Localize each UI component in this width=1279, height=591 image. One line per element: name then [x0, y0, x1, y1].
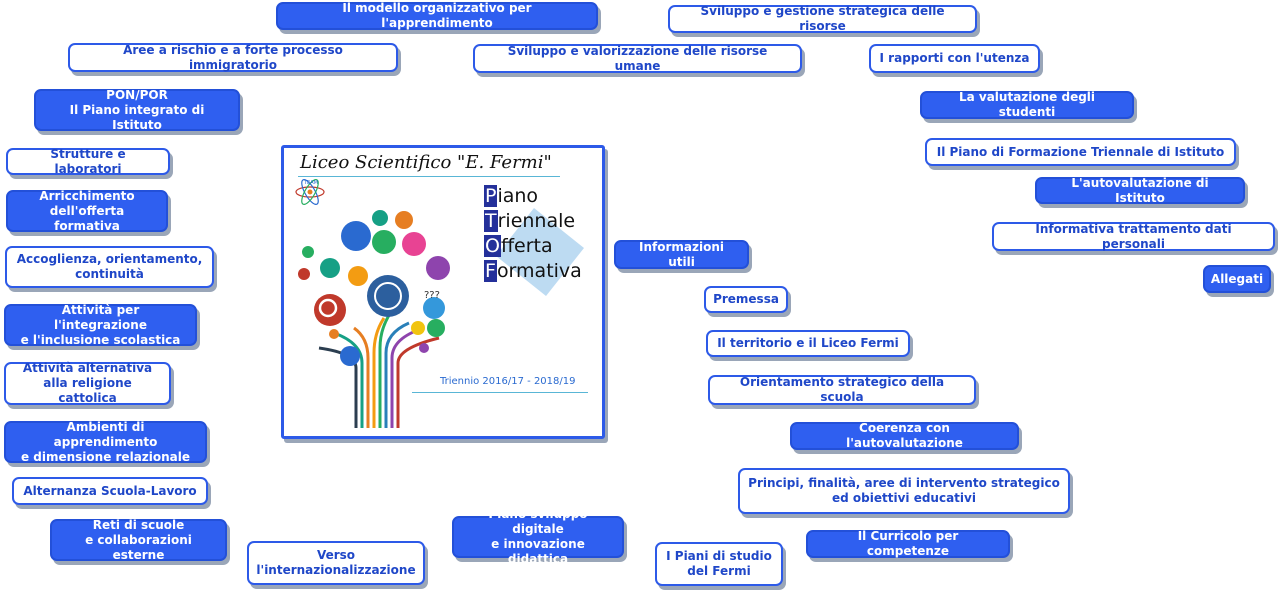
triennio-label: Triennio 2016/17 - 2018/19 — [440, 376, 576, 387]
node-valutazione-studenti[interactable]: La valutazione degli studenti — [920, 90, 1134, 119]
node-autovalutazione-istituto[interactable]: L'autovalutazione di Istituto — [1035, 176, 1245, 205]
node-ambienti-apprendimento[interactable]: Ambienti di apprendimento e dimensione r… — [4, 420, 207, 464]
node-attivita-alternativa[interactable]: Attività alternativa alla religione catt… — [4, 361, 171, 405]
atom-logo-icon: TEAM — [295, 179, 325, 205]
node-informazioni-utili[interactable]: Informazioni utili — [614, 240, 749, 269]
node-informativa-dati[interactable]: Informativa trattamento dati personali — [992, 222, 1275, 251]
node-valorizzazione-risorse-umane[interactable]: Sviluppo e valorizzazione delle risorse … — [473, 44, 802, 73]
node-curricolo-competenze[interactable]: Il Curricolo per competenze — [806, 529, 1010, 558]
ptof-cap-p: P — [484, 185, 498, 207]
central-topic-ptof[interactable]: Liceo Scientifico "E. Fermi" TEAM — [281, 145, 605, 439]
node-premessa[interactable]: Premessa — [704, 286, 788, 313]
node-territorio-liceo[interactable]: Il territorio e il Liceo Fermi — [706, 330, 910, 357]
ptof-cap-t: T — [484, 210, 498, 232]
node-aree-rischio[interactable]: Aree a rischio e a forte processo immigr… — [68, 43, 398, 72]
node-coerenza-autovalutazione[interactable]: Coerenza con l'autovalutazione — [790, 421, 1019, 450]
node-accoglienza-orientamento[interactable]: Accoglienza, orientamento, continuità — [5, 246, 214, 288]
atom-logo-text: TEAM — [303, 180, 318, 186]
ptof-word-4: ormativa — [496, 260, 582, 282]
node-integrazione-inclusione[interactable]: Attività per l'integrazione e l'inclusio… — [4, 303, 197, 347]
node-modello-organizzativo[interactable]: Il modello organizzativo per l'apprendim… — [276, 1, 598, 30]
node-piano-formazione[interactable]: Il Piano di Formazione Triennale di Isti… — [925, 138, 1236, 166]
ptof-cap-o: O — [484, 235, 501, 257]
diamond-decoration — [496, 208, 584, 296]
node-reti-scuole[interactable]: Reti di scuole e collaborazioni esterne — [50, 518, 227, 562]
liceo-title: Liceo Scientifico "E. Fermi" — [300, 152, 552, 173]
title-underline — [298, 176, 560, 177]
ptof-word-3: fferta — [500, 235, 553, 257]
node-arricchimento-offerta[interactable]: Arricchimento dell'offerta formativa — [6, 189, 168, 233]
node-piani-studio[interactable]: I Piani di studio del Fermi — [655, 542, 783, 586]
ptof-word-2: riennale — [497, 210, 576, 232]
ptof-cap-f: F — [484, 260, 497, 282]
ptof-word-1: iano — [497, 185, 539, 207]
tree-icons — [298, 210, 450, 366]
node-piano-digitale[interactable]: Piano sviluppo digitale e innovazione di… — [452, 507, 624, 566]
triennio-underline — [412, 392, 588, 393]
node-alternanza-scuola-lavoro[interactable]: Alternanza Scuola-Lavoro — [12, 477, 208, 505]
node-sviluppo-gestione-risorse[interactable]: Sviluppo e gestione strategica delle ris… — [668, 4, 977, 33]
node-allegati[interactable]: Allegati — [1203, 265, 1271, 293]
question-marks: ??? — [424, 290, 440, 301]
tree-illustration: TEAM — [295, 179, 584, 428]
ptof-heading: Piano Triennale Offerta Formativa — [484, 184, 582, 284]
node-rapporti-utenza[interactable]: I rapporti con l'utenza — [869, 44, 1040, 73]
node-pon-por[interactable]: PON/POR Il Piano integrato di Istituto — [34, 88, 240, 132]
node-strutture-laboratori[interactable]: Strutture e laboratori — [6, 147, 170, 176]
node-principi-finalita[interactable]: Principi, finalità, aree di intervento s… — [738, 468, 1070, 514]
node-internazionalizzazione[interactable]: Verso l'internazionalizzazione — [247, 541, 425, 585]
node-orientamento-strategico[interactable]: Orientamento strategico della scuola — [708, 375, 976, 405]
